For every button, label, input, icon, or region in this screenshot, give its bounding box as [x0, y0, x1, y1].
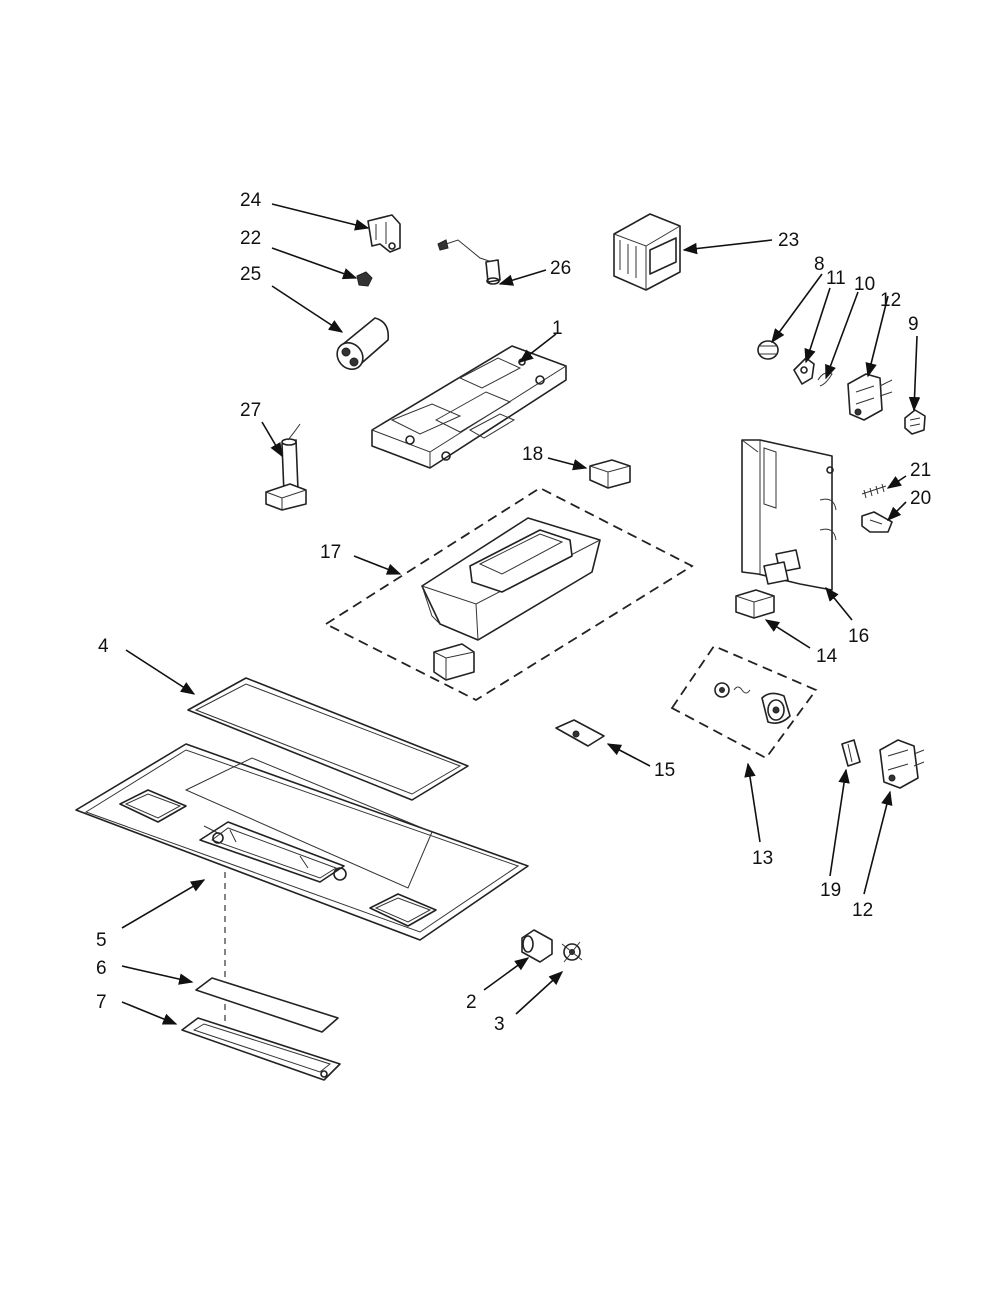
callout-13: 13	[752, 848, 773, 869]
part-4-filter	[187, 677, 469, 801]
part-15-plate	[555, 719, 605, 747]
part-26-diode	[437, 239, 501, 285]
part-11-switch-bracket	[793, 357, 815, 385]
part-22-nut	[356, 271, 373, 287]
callout-7: 7	[96, 992, 107, 1013]
part-3-lamp	[561, 941, 583, 963]
callout-15: 15	[654, 760, 675, 781]
callout-14: 14	[816, 646, 838, 667]
callout-2: 2	[466, 992, 477, 1013]
leader-lines	[121, 203, 921, 1025]
callout-27: 27	[240, 400, 261, 421]
part-13-motor-assembly	[670, 644, 818, 760]
part-9-fuse	[904, 409, 926, 435]
callout-19: 19	[820, 880, 841, 901]
part-23-transformer	[613, 213, 681, 291]
callout-11: 11	[826, 268, 846, 289]
part-1-base-plate	[371, 345, 567, 469]
callout-25: 25	[240, 264, 261, 285]
callout-23: 23	[778, 230, 799, 251]
part-19-switch	[841, 739, 861, 767]
part-8-fuse-holder	[757, 340, 779, 360]
callout-1: 1	[552, 318, 563, 339]
part-25-capacitor	[336, 317, 390, 371]
callout-24: 24	[240, 190, 262, 211]
callout-26: 26	[550, 258, 571, 279]
part-7-cover	[181, 1017, 341, 1081]
part-12-switch-bottom	[879, 739, 925, 789]
part-6-lens	[195, 977, 339, 1033]
callout-3: 3	[494, 1014, 505, 1035]
part-17-duct-assembly	[324, 486, 694, 702]
callout-22: 22	[240, 228, 261, 249]
callout-6: 6	[96, 958, 107, 979]
part-5-bottom-plate	[75, 743, 529, 941]
callout-18: 18	[522, 444, 543, 465]
callout-10: 10	[854, 274, 875, 295]
part-21-screw	[861, 483, 887, 499]
callout-20: 20	[910, 488, 931, 509]
callout-12: 12	[880, 290, 901, 311]
part-14-relay	[735, 589, 775, 619]
part-27-post	[265, 423, 307, 511]
callout-12-lower: 12	[852, 900, 873, 921]
callout-5: 5	[96, 930, 107, 951]
callout-8: 8	[814, 254, 825, 275]
callout-labels: 24 22 25 26 23 8 11 10 12 9 1 27 18 21 2…	[96, 190, 931, 1035]
part-12-switch-top	[847, 373, 893, 421]
part-20-bracket	[861, 511, 893, 533]
part-16-control-panel	[741, 439, 837, 591]
part-10-spring	[817, 372, 833, 387]
part-2-socket	[521, 929, 553, 963]
callout-16: 16	[848, 626, 869, 647]
callout-4: 4	[98, 636, 109, 657]
callout-9: 9	[908, 314, 919, 335]
callout-17: 17	[320, 542, 341, 563]
part-18-cover	[589, 459, 631, 489]
callout-21: 21	[910, 460, 931, 481]
part-24-bracket	[367, 214, 401, 253]
